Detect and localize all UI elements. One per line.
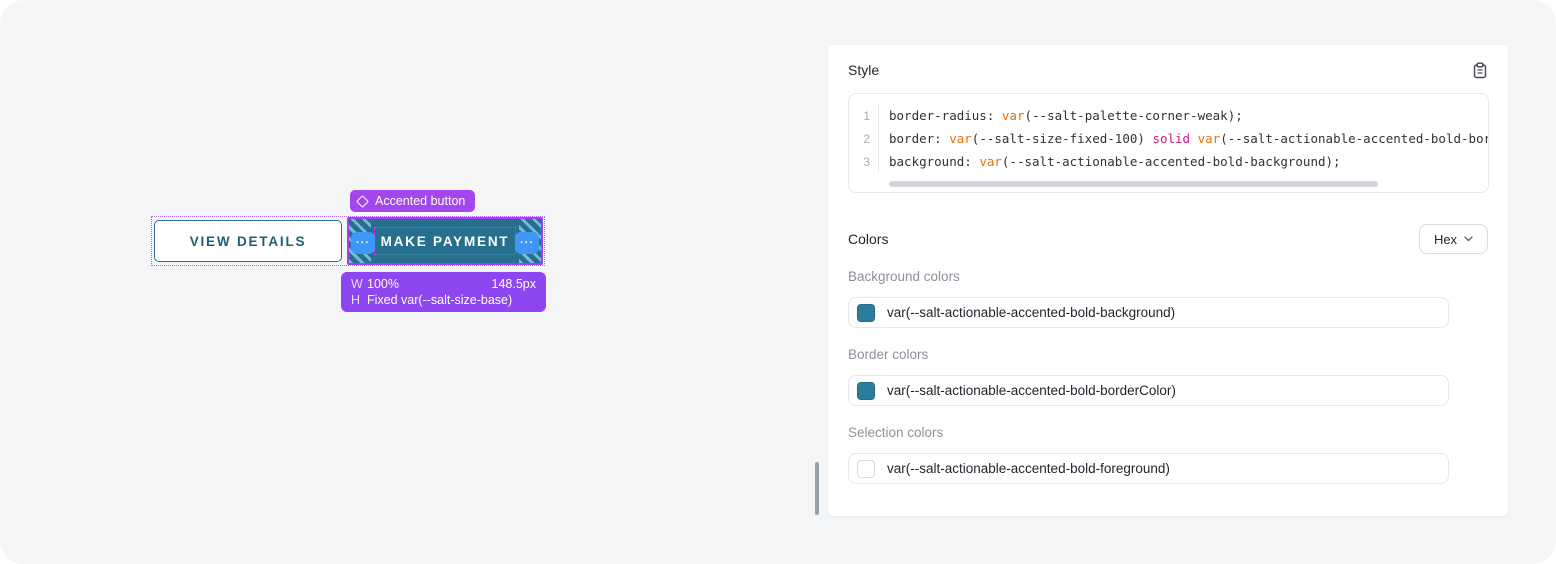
code-token: var (979, 154, 1002, 169)
code-token: --salt-actionable-accented-bold-borderCo… (1227, 131, 1488, 146)
color-section-label: Selection colors (848, 425, 944, 440)
color-format-dropdown[interactable]: Hex (1419, 224, 1488, 254)
code-token: var (1197, 131, 1221, 146)
make-payment-button-selection[interactable]: MAKE PAYMENT ··· ··· (347, 217, 543, 265)
clipboard-icon (1473, 62, 1487, 78)
code-token: : (964, 154, 980, 169)
code-token: --salt-palette-corner-weak (1032, 108, 1228, 123)
code-text: border-radius: var(--salt-palette-corner… (879, 108, 1488, 123)
width-value: 100% (367, 277, 399, 291)
horizontal-scrollbar-thumb[interactable] (889, 181, 1378, 187)
code-token: ( (1024, 108, 1033, 123)
color-section: Border colors var(--salt-actionable-acce… (848, 347, 1449, 406)
color-sections: Background colors var(--salt-actionable-… (848, 269, 1449, 503)
inspector-panel: Style 1 border-radius: var(--salt-palett… (828, 45, 1508, 516)
code-token: --salt-size-fixed-100 (979, 131, 1138, 146)
height-row: H Fixed var(--salt-size-base) (351, 292, 536, 308)
color-token-value: var(--salt-actionable-accented-bold-bord… (887, 383, 1176, 398)
copy-code-button[interactable] (1472, 62, 1488, 79)
line-number: 2 (849, 127, 879, 150)
diamond-icon (356, 194, 369, 208)
color-swatch (857, 303, 875, 322)
code-token: ); (1227, 108, 1243, 123)
width-key: W (351, 277, 363, 291)
style-heading: Style (848, 62, 880, 78)
css-code-block[interactable]: 1 border-radius: var(--salt-palette-corn… (848, 93, 1489, 193)
spacing-handle-left[interactable]: ··· (351, 232, 375, 254)
code-token: --salt-actionable-accented-bold-backgrou… (1009, 154, 1326, 169)
code-token: ( (971, 131, 980, 146)
code-token: ( (1001, 154, 1010, 169)
line-number: 3 (849, 150, 879, 173)
view-details-button[interactable]: VIEW DETAILS (154, 220, 342, 262)
line-number: 1 (849, 104, 879, 127)
component-label: Accented button (375, 194, 466, 208)
code-token (1190, 131, 1198, 146)
style-header: Style (848, 61, 1488, 79)
code-token: ) (1137, 131, 1153, 146)
color-section: Background colors var(--salt-actionable-… (848, 269, 1449, 328)
color-swatch (857, 459, 875, 478)
color-format-value: Hex (1433, 231, 1458, 247)
code-token: solid (1152, 131, 1191, 146)
code-text: background: var(--salt-actionable-accent… (879, 154, 1488, 169)
color-token-value: var(--salt-actionable-accented-bold-fore… (887, 461, 1170, 476)
color-token-row[interactable]: var(--salt-actionable-accented-bold-bord… (848, 375, 1449, 406)
code-text: border: var(--salt-size-fixed-100) solid… (879, 131, 1488, 146)
width-pixels: 148.5px (491, 277, 536, 291)
height-value: Fixed var(--salt-size-base) (367, 293, 513, 307)
code-line: 1 border-radius: var(--salt-palette-corn… (849, 104, 1488, 127)
code-token: var (1001, 108, 1025, 123)
color-token-row[interactable]: var(--salt-actionable-accented-bold-fore… (848, 453, 1449, 484)
width-row: W 100% 148.5px (351, 276, 536, 292)
spacing-handle-right[interactable]: ··· (515, 232, 539, 254)
color-section-label: Background colors (848, 269, 960, 284)
color-token-value: var(--salt-actionable-accented-bold-back… (887, 305, 1176, 320)
code-token: border-radius (889, 108, 987, 123)
code-token: var (949, 131, 972, 146)
height-key: H (351, 293, 361, 307)
colors-header: Colors Hex (848, 224, 1488, 254)
size-tooltip: W 100% 148.5px H Fixed var(--salt-size-b… (341, 272, 546, 312)
code-token: ( (1220, 131, 1228, 146)
component-label-tooltip: Accented button (350, 190, 476, 212)
code-token: border (889, 131, 935, 146)
code-line: 3 background: var(--salt-actionable-acce… (849, 150, 1488, 173)
color-section: Selection colors var(--salt-actionable-a… (848, 425, 1449, 484)
code-token: : (986, 108, 1002, 123)
code-line: 2 border: var(--salt-size-fixed-100) sol… (849, 127, 1488, 150)
color-swatch (857, 381, 875, 400)
code-token: : (934, 131, 950, 146)
code-lines: 1 border-radius: var(--salt-palette-corn… (849, 94, 1488, 192)
color-token-row[interactable]: var(--salt-actionable-accented-bold-back… (848, 297, 1449, 328)
code-token: background (889, 154, 965, 169)
code-token: ); (1325, 154, 1341, 169)
chevron-down-icon (1464, 236, 1473, 242)
vertical-scrollbar-thumb[interactable] (815, 462, 819, 515)
color-section-label: Border colors (848, 347, 929, 362)
make-payment-label: MAKE PAYMENT (380, 233, 510, 249)
colors-heading: Colors (848, 231, 889, 247)
